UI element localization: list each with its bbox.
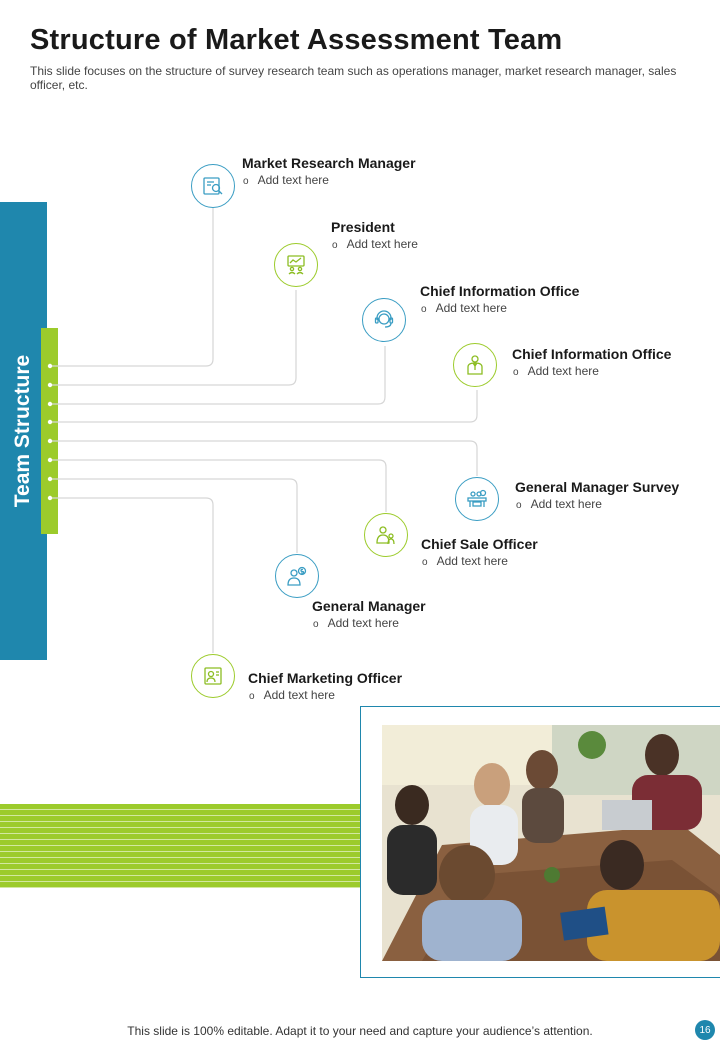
role-title: Chief Sale Officer xyxy=(421,536,538,552)
page-number-badge: 16 xyxy=(695,1020,715,1040)
role-placeholder-text[interactable]: Add text here xyxy=(327,616,399,630)
presentation-icon xyxy=(287,255,305,275)
role-title: General Manager Survey xyxy=(515,479,680,495)
role-placeholder-text[interactable]: Add text here xyxy=(435,301,507,315)
role-president: President o Add text here xyxy=(331,219,418,254)
headset-icon xyxy=(374,310,394,328)
role-node-chief-sale-officer xyxy=(364,513,408,557)
role-node-chief-information-office xyxy=(362,298,406,342)
role-placeholder-text[interactable]: Add text here xyxy=(257,173,329,187)
side-band xyxy=(0,202,47,660)
team-meeting-photo xyxy=(382,725,720,961)
bullet-icon: o xyxy=(313,619,319,630)
role-market-research-manager: Market Research Manager o Add text here xyxy=(242,155,416,190)
footer-note: This slide is 100% editable. Adapt it to… xyxy=(127,1024,593,1038)
meeting-desk-icon xyxy=(467,489,487,507)
role-general-manager: General Manager o Add text here xyxy=(312,598,426,633)
role-title: Market Research Manager xyxy=(242,155,416,171)
role-chief-information-office-2: Chief Information Office o Add text here xyxy=(512,346,671,381)
role-title: Chief Information Office xyxy=(512,346,672,362)
role-placeholder-text[interactable]: Add text here xyxy=(263,688,335,702)
role-node-president xyxy=(274,243,318,287)
role-node-general-manager-survey xyxy=(455,477,499,521)
executive-icon xyxy=(467,355,483,375)
role-title: Chief Marketing Officer xyxy=(248,670,403,686)
connector-lines xyxy=(47,208,478,653)
bullet-icon: o xyxy=(513,367,519,378)
marketing-office-icon xyxy=(204,667,222,685)
role-general-manager-survey: General Manager Survey o Add text here xyxy=(515,479,679,514)
role-chief-sale-officer: Chief Sale Officer o Add text here xyxy=(421,536,538,571)
role-chief-information-office: Chief Information Office o Add text here xyxy=(420,283,579,318)
green-striped-band xyxy=(0,804,360,888)
role-placeholder-text[interactable]: Add text here xyxy=(527,364,599,378)
role-node-chief-marketing-officer xyxy=(191,654,235,698)
bullet-icon: o xyxy=(332,240,338,251)
role-placeholder-text[interactable]: Add text here xyxy=(346,237,418,251)
role-chief-marketing-officer: Chief Marketing Officer o Add text here xyxy=(248,670,402,705)
role-title: Chief Information Office xyxy=(420,283,580,299)
green-accent-bar xyxy=(41,328,58,534)
research-icon xyxy=(203,177,223,195)
bullet-icon: o xyxy=(249,691,255,702)
page-title: Structure of Market Assessment Team xyxy=(30,24,563,56)
role-title: General Manager xyxy=(312,598,426,614)
role-placeholder-text[interactable]: Add text here xyxy=(436,554,508,568)
role-node-chief-information-office-2 xyxy=(453,343,497,387)
role-node-general-manager xyxy=(275,554,319,598)
role-placeholder-text[interactable]: Add text here xyxy=(530,497,602,511)
bullet-icon: o xyxy=(422,557,428,568)
bullet-icon: o xyxy=(243,176,249,187)
role-title: President xyxy=(331,219,395,235)
bullet-icon: o xyxy=(516,500,522,511)
manager-money-icon xyxy=(287,566,307,586)
role-node-market-research-manager xyxy=(191,164,235,208)
bullet-icon: o xyxy=(421,304,427,315)
sales-team-icon xyxy=(376,526,395,545)
page-subtitle: This slide focuses on the structure of s… xyxy=(30,64,677,92)
